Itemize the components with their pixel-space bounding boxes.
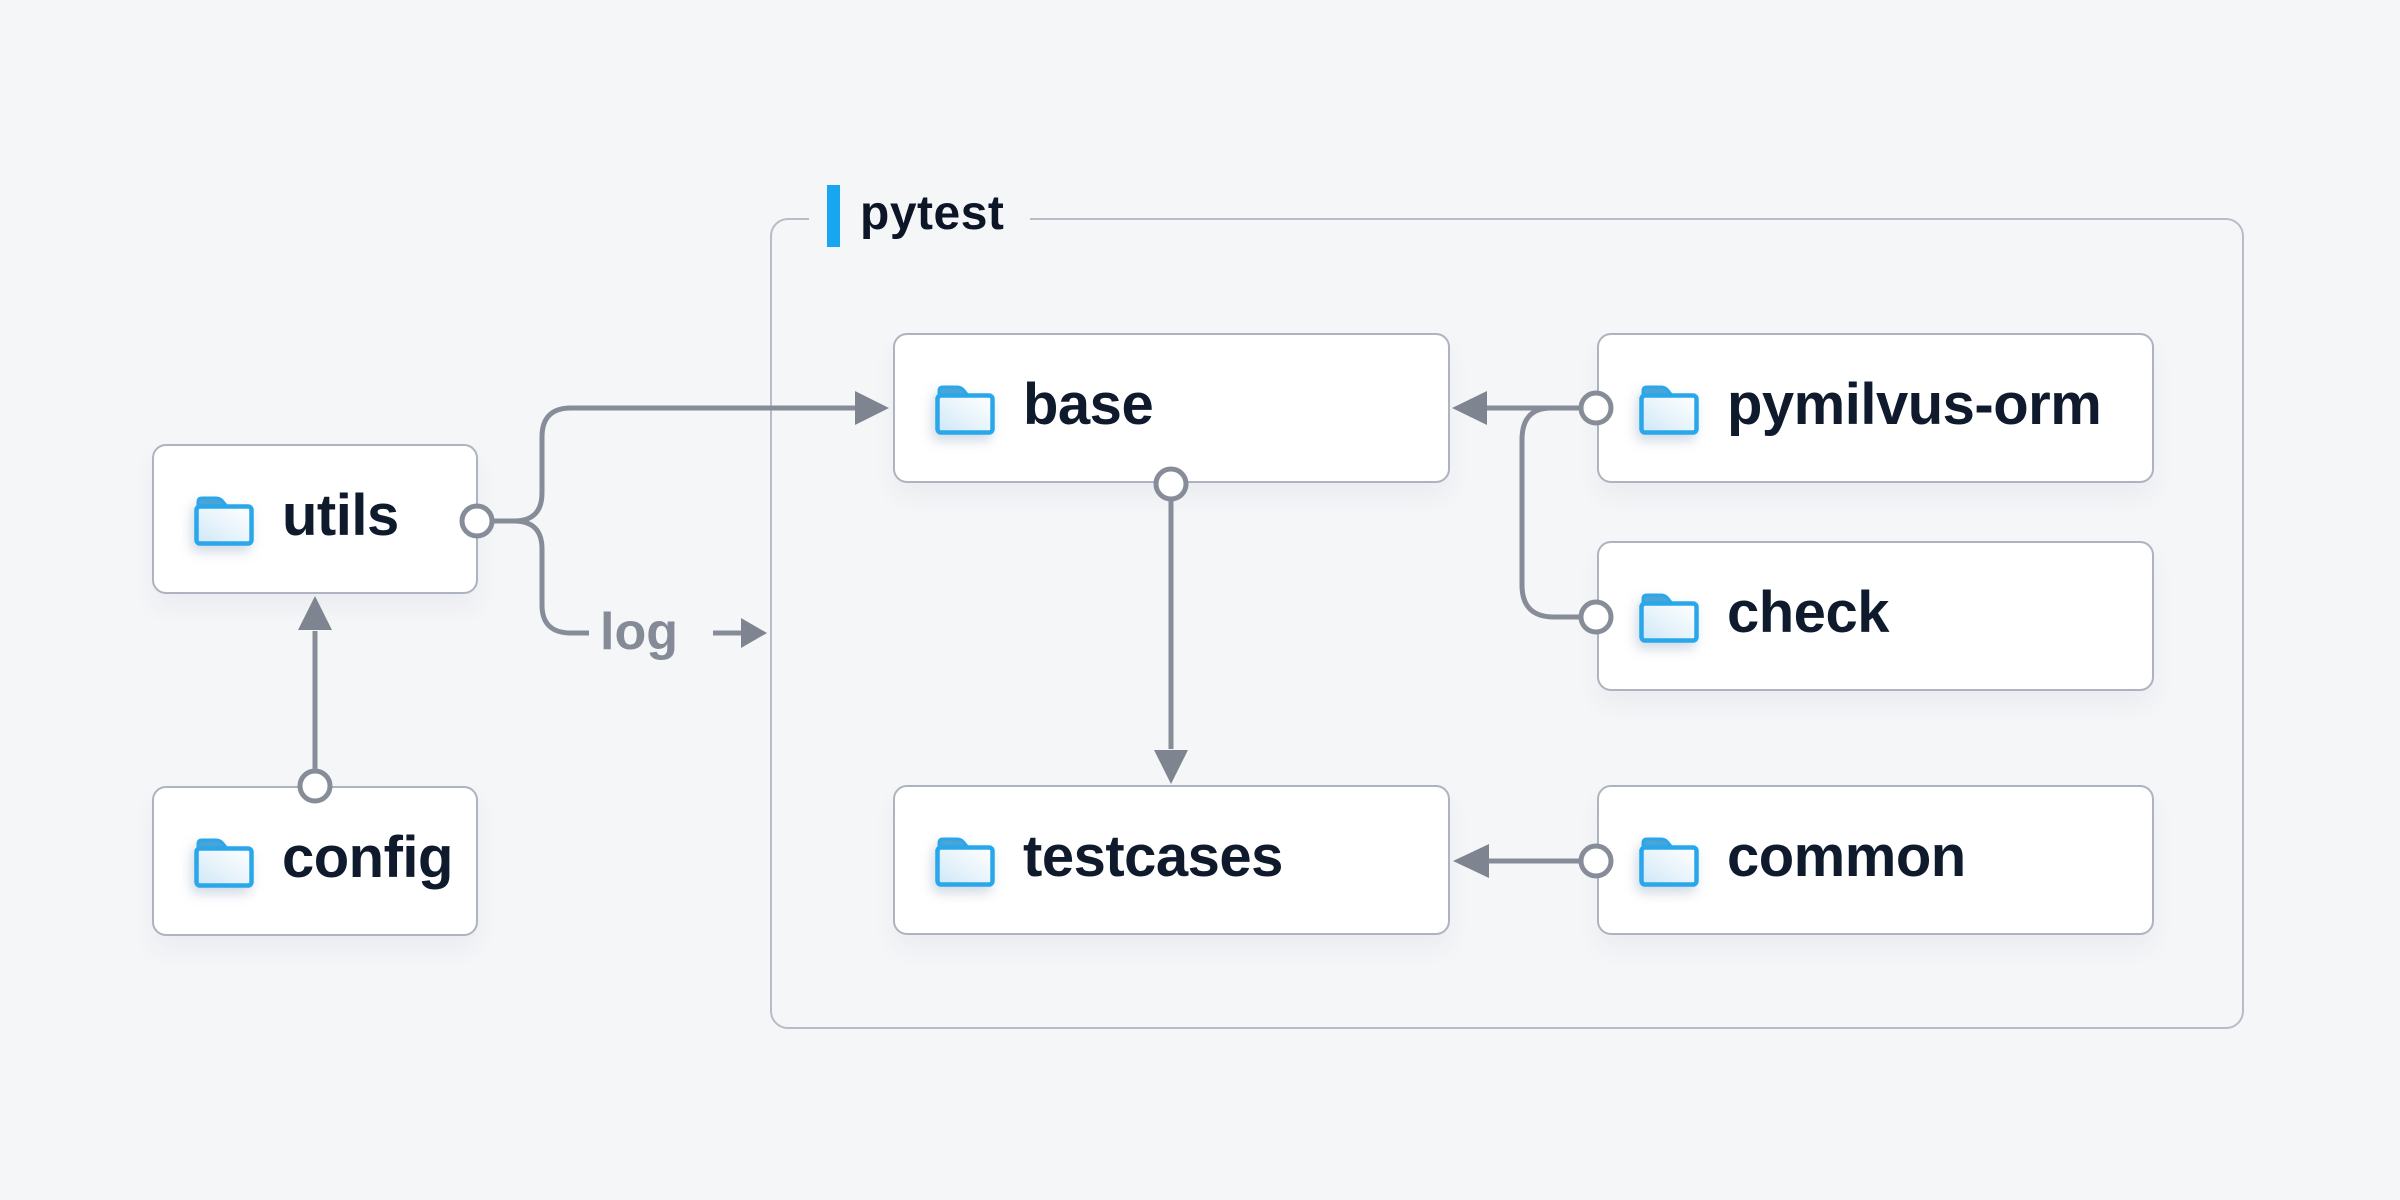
node-label: common xyxy=(1727,824,1966,889)
edge-utils-log xyxy=(492,518,589,636)
node-utils: utils xyxy=(152,444,478,594)
node-label: utils xyxy=(282,483,399,548)
folder-icon xyxy=(194,838,254,888)
pytest-container-title: pytest xyxy=(860,187,1005,240)
node-testcases: testcases xyxy=(893,785,1450,935)
node-pymilvus-orm: pymilvus-orm xyxy=(1597,333,2154,483)
arrowhead-into-utils-bottom xyxy=(298,596,332,630)
folder-icon xyxy=(1639,837,1699,887)
node-label: config xyxy=(282,825,453,890)
node-config: config xyxy=(152,786,478,936)
node-label: check xyxy=(1727,580,1889,645)
arrowhead-into-container xyxy=(741,618,767,648)
node-label: base xyxy=(1023,372,1154,437)
node-label: pymilvus-orm xyxy=(1727,372,2102,437)
node-label: testcases xyxy=(1023,824,1283,889)
pytest-accent-bar xyxy=(827,185,840,247)
node-common: common xyxy=(1597,785,2154,935)
pytest-container-label: pytest xyxy=(809,185,1031,247)
folder-icon xyxy=(935,837,995,887)
folder-icon xyxy=(194,496,254,546)
folder-icon xyxy=(1639,593,1699,643)
pytest-container xyxy=(770,218,2244,1029)
node-check: check xyxy=(1597,541,2154,691)
node-base: base xyxy=(893,333,1450,483)
folder-icon xyxy=(935,385,995,435)
edge-label-log: log xyxy=(600,603,678,661)
folder-icon xyxy=(1639,385,1699,435)
